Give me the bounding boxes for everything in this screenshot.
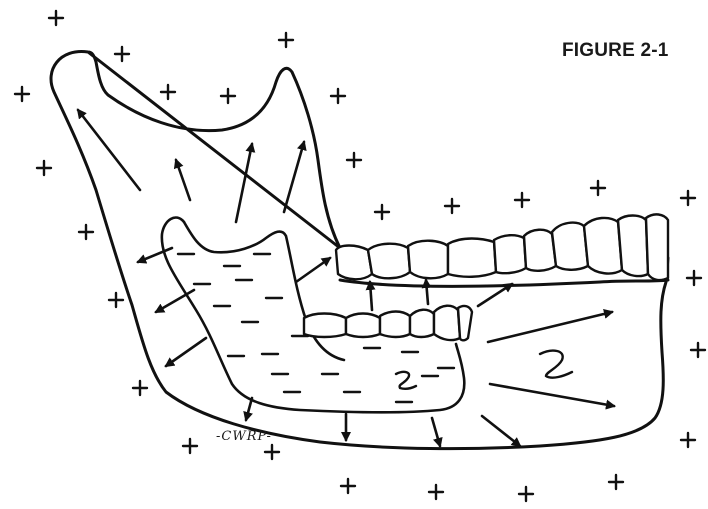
lower-teeth-row [304, 306, 472, 341]
force-arrow [236, 144, 252, 222]
plus-sign [279, 33, 293, 47]
plus-sign [341, 479, 355, 493]
plus-sign [15, 87, 29, 101]
plus-sign [109, 293, 123, 307]
force-arrow [284, 142, 304, 212]
squiggle-mark-right [540, 351, 572, 378]
plus-sign [691, 343, 705, 357]
force-arrow [490, 384, 614, 406]
force-arrow [482, 416, 520, 446]
upper-teeth-row [336, 214, 668, 286]
plus-sign [519, 487, 533, 501]
plus-sign [375, 205, 389, 219]
plus-sign [681, 191, 695, 205]
plus-sign [183, 439, 197, 453]
artist-signature: -CWRP- [216, 429, 272, 444]
plus-sign [445, 199, 459, 213]
plus-sign [265, 445, 279, 459]
plus-sign [161, 85, 175, 99]
plus-sign [687, 271, 701, 285]
plus-sign [515, 193, 529, 207]
plus-sign [79, 225, 93, 239]
force-arrow [176, 160, 190, 200]
plus-sign [591, 181, 605, 195]
squiggle-mark-left [396, 372, 416, 389]
plus-sign [49, 11, 63, 25]
plus-sign [37, 161, 51, 175]
plus-sign [609, 475, 623, 489]
force-arrow [296, 258, 330, 282]
plus-sign [331, 89, 345, 103]
plus-sign [681, 433, 695, 447]
force-arrow [488, 312, 612, 342]
plus-sign [133, 381, 147, 395]
plus-sign [221, 89, 235, 103]
force-arrow [432, 418, 440, 446]
inner-ramus-line [184, 222, 344, 360]
plus-sign [347, 153, 361, 167]
force-arrow [78, 110, 140, 190]
plus-sign [115, 47, 129, 61]
force-arrow [370, 282, 372, 310]
force-arrow [246, 398, 252, 420]
plus-sign [429, 485, 443, 499]
force-arrow [166, 338, 206, 366]
force-arrow [426, 280, 428, 304]
force-arrow [156, 290, 194, 312]
